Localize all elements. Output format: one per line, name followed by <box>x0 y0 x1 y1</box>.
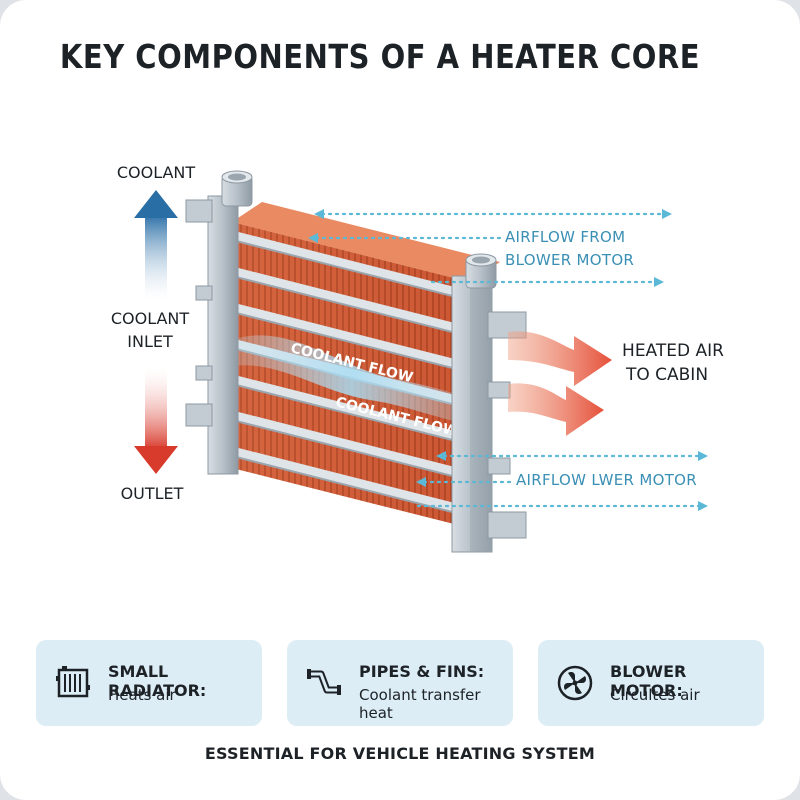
airflow-top-label-2: BLOWER MOTOR <box>505 251 635 269</box>
left-header-tank <box>185 170 253 475</box>
component-subtitle: Circultes air <box>610 686 700 704</box>
component-subtitle: Coolant transfer heat <box>359 686 481 722</box>
coolant-up-arrow <box>134 190 178 300</box>
coolant-flow-band <box>232 335 470 424</box>
coolant-top-label: COOLANT <box>116 163 196 182</box>
radiator-icon <box>56 666 90 698</box>
component-box-pipes: PIPES & FINS: Coolant transfer heat <box>287 640 513 726</box>
fan-icon <box>557 665 593 701</box>
heated-air-arrows <box>508 331 612 436</box>
airflow-bottom-label: AIRFLOW LWER MOTOR <box>516 471 697 489</box>
heater-core-diagram: COOLANT FLOW COOLANT FLOW <box>134 170 708 553</box>
airflow-top-label-1: AIRFLOW FROM <box>505 228 626 246</box>
airflow-arrows <box>314 212 702 508</box>
component-title: PIPES & FINS: <box>359 662 485 681</box>
coolant-inlet-label-2: INLET <box>127 332 173 351</box>
outlet-label: OUTLET <box>120 484 184 503</box>
footer-caption: ESSENTIAL FOR VEHICLE HEATING SYSTEM <box>204 744 596 763</box>
page-title: KEY COMPONENTS OF A HEATER CORE <box>59 37 701 77</box>
coolant-down-arrow <box>134 368 178 474</box>
right-header-tank <box>451 253 527 553</box>
heated-air-label-2: TO CABIN <box>625 365 709 385</box>
pipes-icon <box>307 669 341 695</box>
component-box-blower: BLOWER MOTOR: Circultes air <box>538 640 764 726</box>
component-subtitle: Heats air <box>108 686 176 704</box>
component-title: SMALL RADIATOR: <box>108 662 207 700</box>
coolant-inlet-label-1: COOLANT <box>110 309 190 328</box>
airflow-arrowheads <box>308 209 708 511</box>
component-title: BLOWER MOTOR: <box>610 662 687 700</box>
component-box-radiator: SMALL RADIATOR: Heats air <box>36 640 262 726</box>
heated-air-label-1: HEATED AIR <box>622 341 724 361</box>
